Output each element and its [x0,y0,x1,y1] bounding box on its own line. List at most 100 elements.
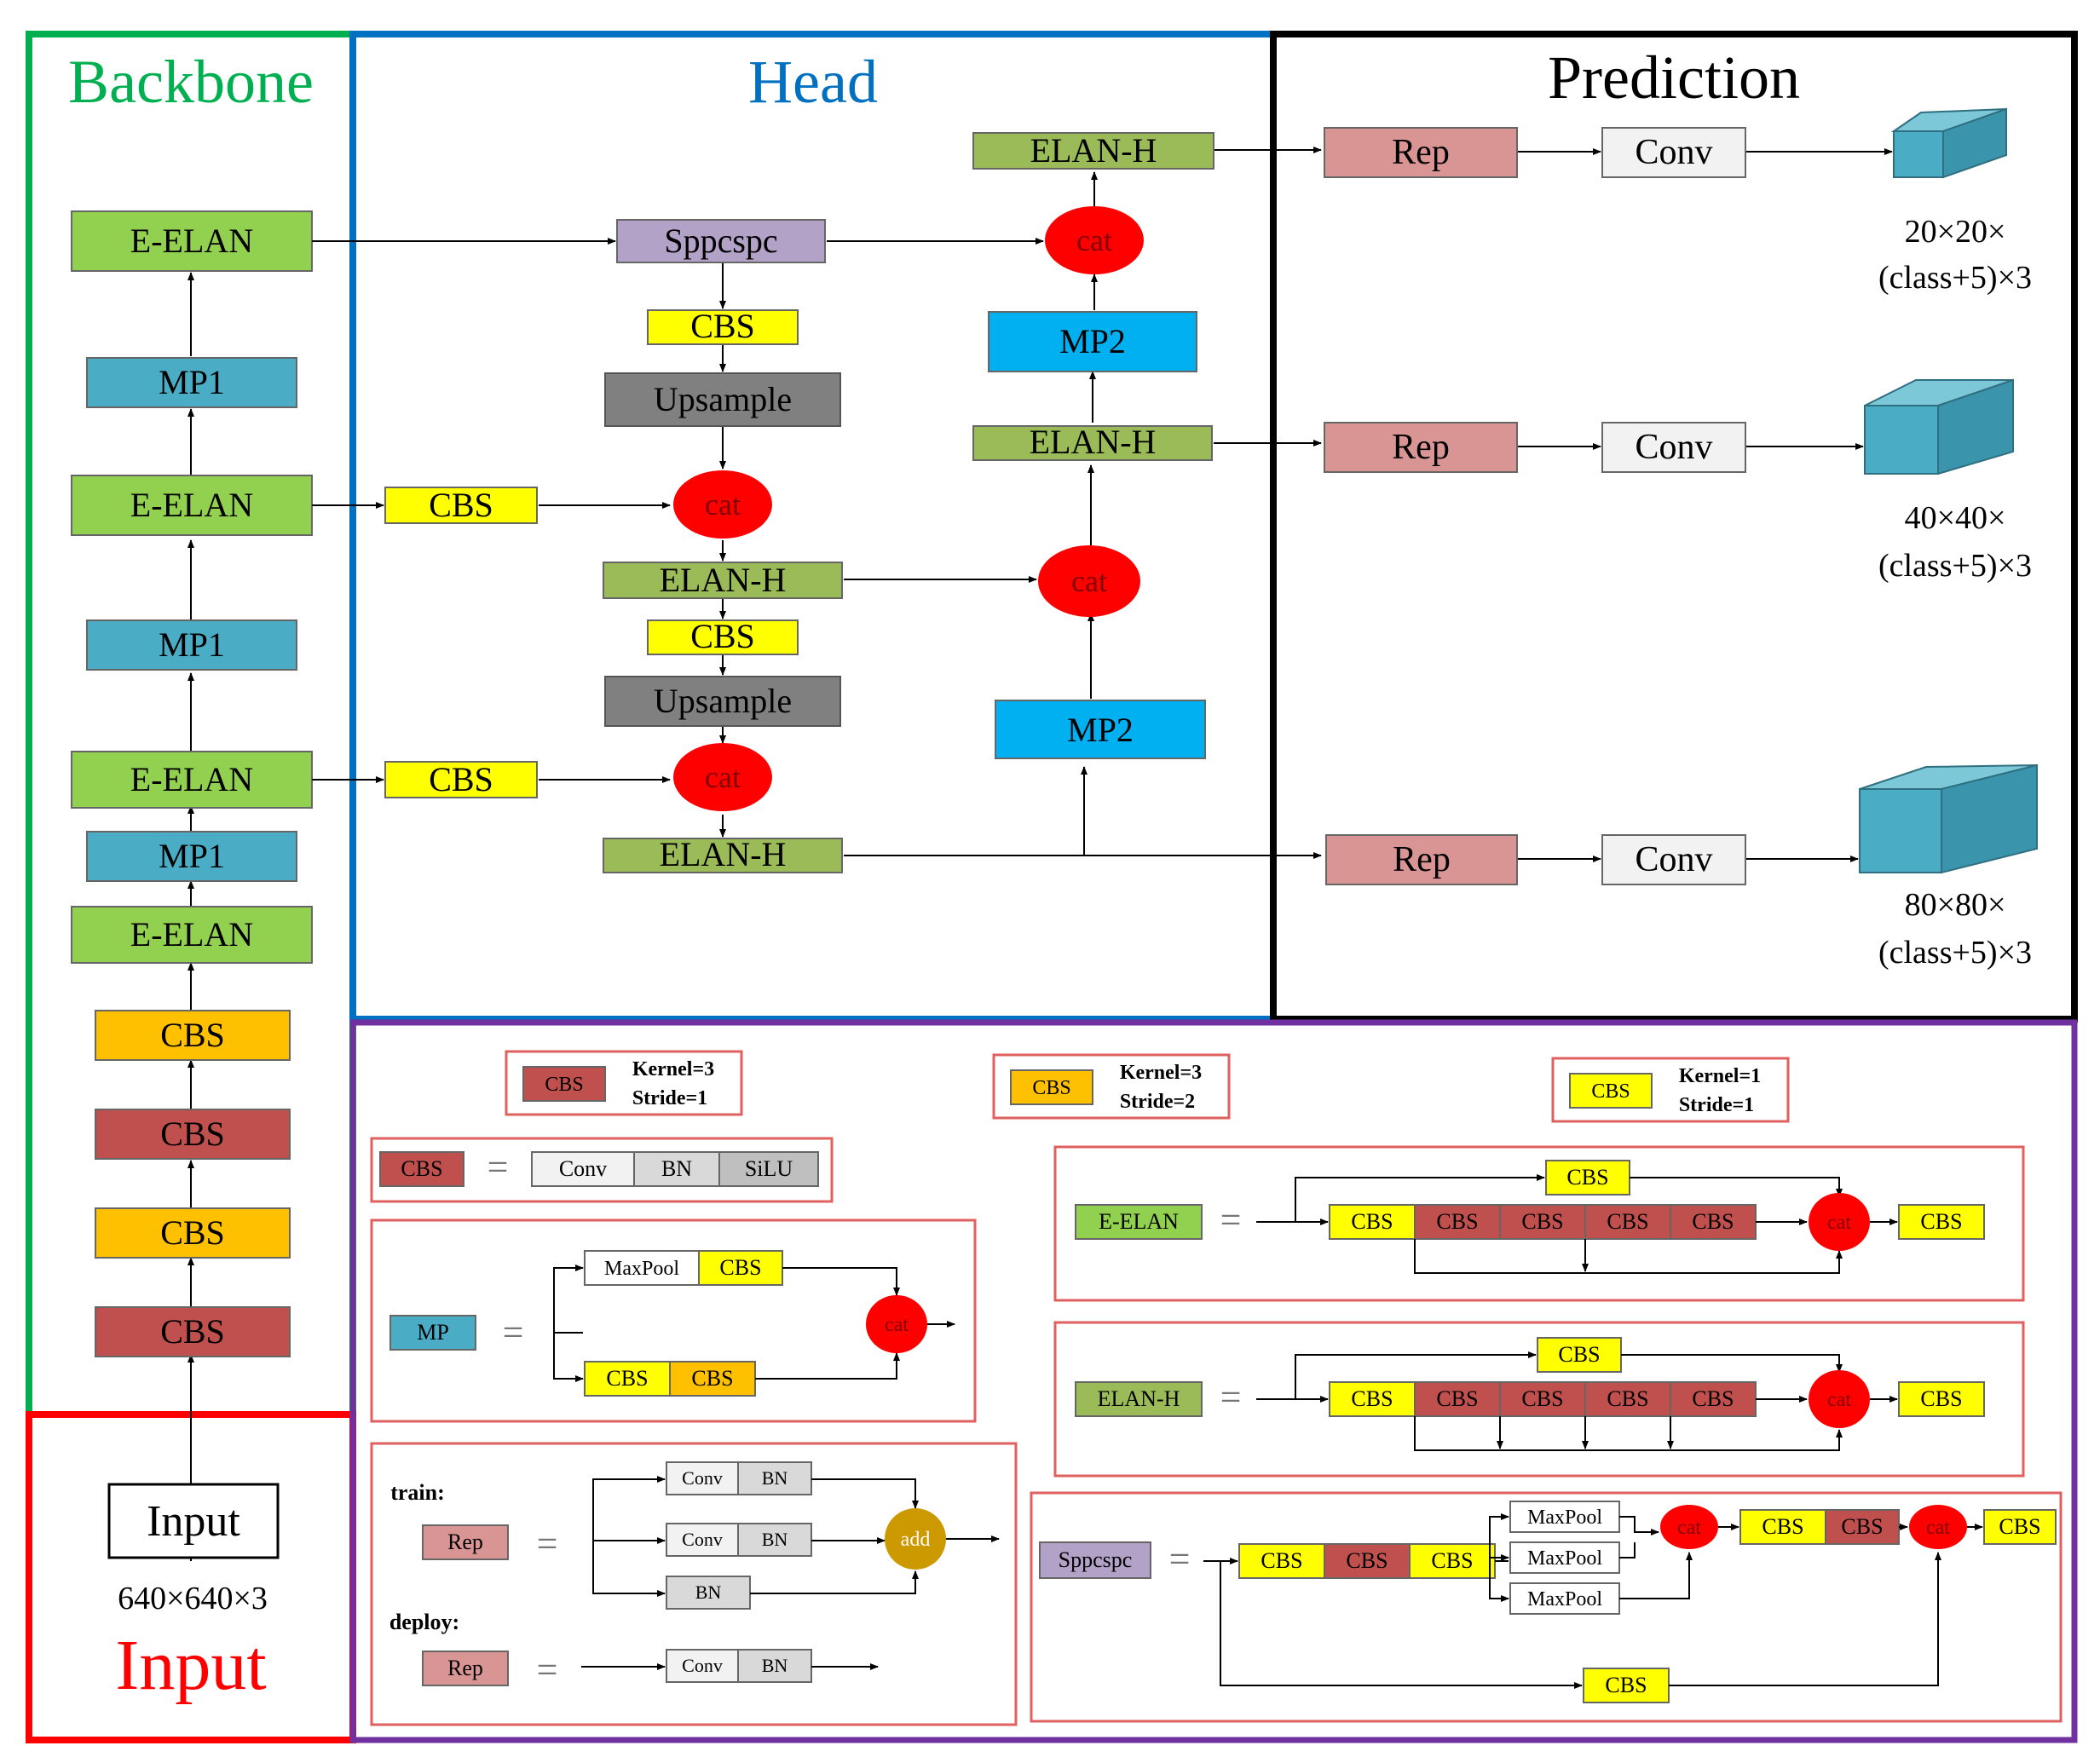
svg-text:CBS: CBS [1692,1386,1734,1411]
backbone-cbs-red-1-label: CBS [160,1115,225,1153]
svg-text:BN: BN [762,1529,788,1550]
svg-text:MP: MP [417,1320,449,1345]
head-elanh-1 [603,562,843,599]
svg-text:Conv: Conv [682,1655,723,1676]
output-3-classes: (class+5)×3 [1878,935,2032,971]
head-cbs-left-1 [384,487,538,524]
legend-border [349,1019,2078,1743]
svg-text:Conv: Conv [682,1529,723,1550]
backbone-mp1-3 [86,831,297,882]
svg-text:CBS: CBS [691,1366,733,1391]
backbone-eelan-3 [71,751,313,809]
svg-text:add: add [901,1529,931,1551]
svg-text:CBS: CBS [1692,1209,1734,1234]
svg-text:CBS: CBS [1521,1209,1563,1234]
svg-text:MaxPool: MaxPool [1527,1588,1602,1610]
svg-text:cat: cat [1827,1212,1851,1234]
svg-text:CBS: CBS [1762,1514,1803,1539]
head-upsample-2-label: Upsample [654,682,792,720]
svg-text:CBS: CBS [1591,1080,1630,1103]
svg-text:=: = [503,1311,524,1353]
svg-text:MaxPool: MaxPool [1527,1507,1602,1529]
svg-text:CBS: CBS [1346,1548,1388,1573]
pred-conv-3 [1601,834,1746,885]
head-sppcspc [616,219,826,263]
head-upsample-2 [604,676,841,727]
prediction-graph: Rep Conv Rep Conv Rep Conv 20×20× (class [1324,107,2038,971]
head-upsample-1 [604,372,841,427]
head-mp2-bottom-label: MP2 [1067,711,1134,749]
head-title: Head [748,48,878,116]
svg-text:CBS: CBS [606,1366,648,1391]
svg-text:BN: BN [762,1467,788,1489]
svg-text:ELAN-H: ELAN-H [1098,1386,1180,1411]
head-cat-mid-label: cat [1071,564,1107,598]
svg-text:BN: BN [762,1655,788,1676]
head-cbs-left-2-label: CBS [429,760,493,798]
svg-text:BN: BN [695,1582,722,1603]
svg-text:cat: cat [885,1314,909,1336]
backbone-cbs-orange-1 [95,1010,291,1061]
backbone-title: Backbone [68,48,314,116]
backbone-mp1-2-label: MP1 [159,625,225,664]
head-cat-2 [673,743,772,811]
svg-text:Stride=1: Stride=1 [632,1087,707,1109]
head-cbs-left-2 [384,761,538,798]
svg-text:=: = [1220,1376,1242,1418]
svg-text:=: = [1169,1538,1191,1580]
head-elanh-mid-label: ELAN-H [1030,423,1157,461]
svg-text:CBS: CBS [1351,1209,1393,1234]
output-1-classes: (class+5)×3 [1878,260,2032,296]
svg-text:=: = [1220,1199,1242,1241]
svg-text:CBS: CBS [1920,1209,1962,1234]
backbone-eelan-2 [71,475,313,536]
input-box [107,1483,280,1559]
svg-text:Conv: Conv [559,1156,607,1181]
head-cat-2-label: cat [705,760,741,794]
svg-text:CBS: CBS [1436,1209,1478,1234]
output-2-classes: (class+5)×3 [1878,548,2032,584]
head-elanh-top-label: ELAN-H [1030,131,1157,170]
svg-text:Sppcspc: Sppcspc [1059,1547,1133,1572]
legend-rep-definition: train: Rep = Conv BN Conv BN BN add depl… [370,1442,1018,1726]
svg-text:CBS: CBS [1607,1209,1648,1234]
output-cube-2 [1864,378,2014,475]
output-cube-1 [1890,107,2007,179]
head-mp2-top [988,311,1197,372]
svg-text:CBS: CBS [401,1156,442,1181]
svg-text:Rep: Rep [447,1530,483,1554]
head-sppcspc-label: Sppcspc [664,222,777,260]
svg-text:deploy:: deploy: [389,1610,459,1634]
svg-text:Rep: Rep [447,1656,483,1680]
backbone-eelan-1-label: E-ELAN [130,222,253,260]
svg-text:Stride=1: Stride=1 [1679,1094,1754,1116]
head-elanh-mid [972,425,1213,461]
head-elanh-top [972,132,1214,170]
backbone-mp1-3-label: MP1 [159,837,225,875]
backbone-eelan-4-label: E-ELAN [130,915,253,954]
svg-text:MaxPool: MaxPool [1527,1547,1602,1570]
prediction-border [1270,31,2078,1023]
svg-text:CBS: CBS [1920,1386,1962,1411]
legend-sppcspc-definition: Sppcspc = CBS CBS CBS MaxPool MaxPool Ma… [1030,1491,2062,1723]
svg-text:CBS: CBS [719,1255,761,1280]
output-2-dims: 40×40× [1905,500,2006,536]
svg-text:cat: cat [1677,1517,1701,1539]
svg-text:CBS: CBS [1351,1386,1393,1411]
svg-text:CBS: CBS [1521,1386,1563,1411]
legend-kernel1-stride1: CBS Kernel=1 Stride=1 [1551,1057,1790,1123]
svg-text:CBS: CBS [1431,1548,1473,1573]
svg-text:CBS: CBS [545,1074,583,1096]
pred-conv-3-label: Conv [1635,840,1712,879]
output-cube-3 [1859,763,2038,874]
pred-rep-1-label: Rep [1392,133,1450,172]
legend-elanh-definition: ELAN-H = CBS CBS CBS CBS CBS CBS cat [1053,1321,2025,1478]
svg-text:Stride=2: Stride=2 [1120,1091,1195,1113]
legend-mp-definition: MP = MaxPool CBS CBS CBS cat [370,1219,977,1423]
head-cat-top-label: cat [1076,223,1112,257]
input-box-label: Input [147,1497,240,1546]
legend-kernel3-stride1: CBS Kernel=3 Stride=1 [505,1050,743,1116]
pred-rep-1 [1324,127,1518,178]
head-graph: Sppcspc CBS Upsample CBS cat ELAN-H CBS … [312,131,1322,873]
